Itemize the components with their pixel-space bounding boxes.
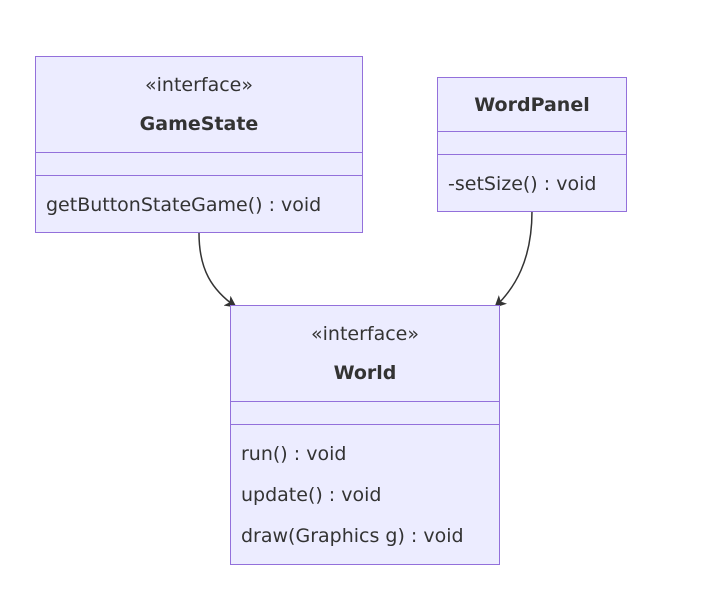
method-item: getButtonStateGame() : void	[46, 193, 322, 216]
class-name: World	[333, 362, 397, 384]
method-item: update() : void	[241, 483, 382, 506]
stereotype-label: «interface»	[145, 74, 253, 96]
class-header: «interface» GameState	[36, 57, 362, 153]
method-item: draw(Graphics g) : void	[241, 524, 464, 547]
class-name: GameState	[139, 113, 259, 135]
class-gamestate[interactable]: «interface» GameState getButtonStateGame…	[35, 56, 363, 233]
class-wordpanel[interactable]: WordPanel -setSize() : void	[437, 77, 627, 212]
edge-wordpanel-to-world	[494, 210, 533, 308]
class-name: WordPanel	[474, 93, 590, 116]
methods-section: run() : void update() : void draw(Graphi…	[231, 425, 499, 556]
class-header: WordPanel	[438, 78, 626, 132]
methods-section: getButtonStateGame() : void	[36, 176, 362, 225]
class-header: «interface» World	[231, 306, 499, 402]
edge-gamestate-to-world	[198, 232, 237, 308]
methods-section: -setSize() : void	[438, 155, 626, 204]
attributes-section	[438, 132, 626, 155]
method-item: run() : void	[241, 442, 347, 465]
method-item: -setSize() : void	[448, 172, 597, 195]
attributes-section	[231, 402, 499, 425]
stereotype-label: «interface»	[311, 323, 419, 345]
attributes-section	[36, 153, 362, 176]
class-world[interactable]: «interface» World run() : void update() …	[230, 305, 500, 565]
